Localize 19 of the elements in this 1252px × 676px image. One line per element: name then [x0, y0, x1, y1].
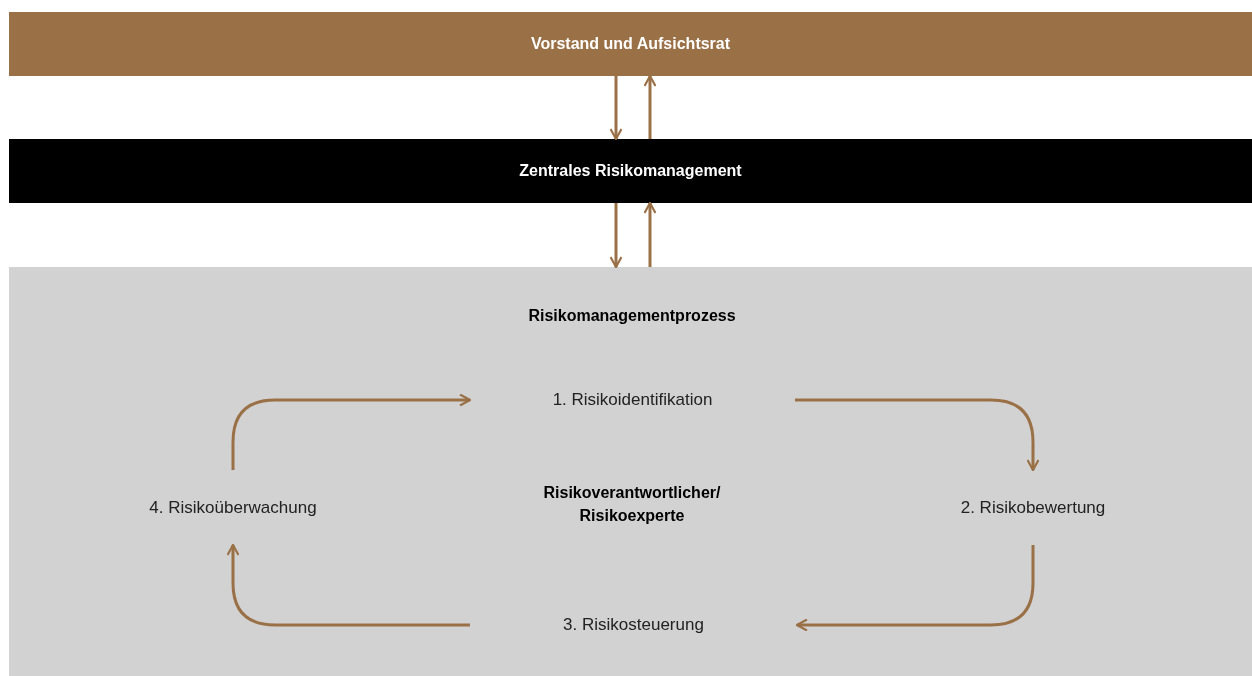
- role-label: Risikoverantwortlicher/ Risikoexperte: [542, 483, 722, 526]
- step-label: 4. Risikoüberwachung: [149, 497, 317, 518]
- step-label: 2. Risikobewertung: [960, 497, 1106, 518]
- panel-heading: Risikomanagementprozess: [527, 306, 737, 326]
- band-title: Vorstand und Aufsichtsrat: [530, 35, 731, 53]
- band-title: Zentrales Risikomanagement: [519, 162, 742, 180]
- step-label: 1. Risikoidentifikation: [552, 390, 713, 410]
- arrow: [643, 201, 657, 267]
- process-panel: [9, 267, 1252, 676]
- arrow: [643, 74, 657, 139]
- arrow: [609, 76, 623, 141]
- arrow: [609, 203, 623, 269]
- central-band: [9, 139, 1252, 203]
- arrow: [231, 393, 472, 470]
- arrow: [226, 543, 470, 627]
- arrow: [795, 398, 1040, 472]
- arrow: [795, 545, 1035, 632]
- board-band: [9, 12, 1252, 76]
- step-label: 3. Risikosteuerung: [563, 615, 704, 635]
